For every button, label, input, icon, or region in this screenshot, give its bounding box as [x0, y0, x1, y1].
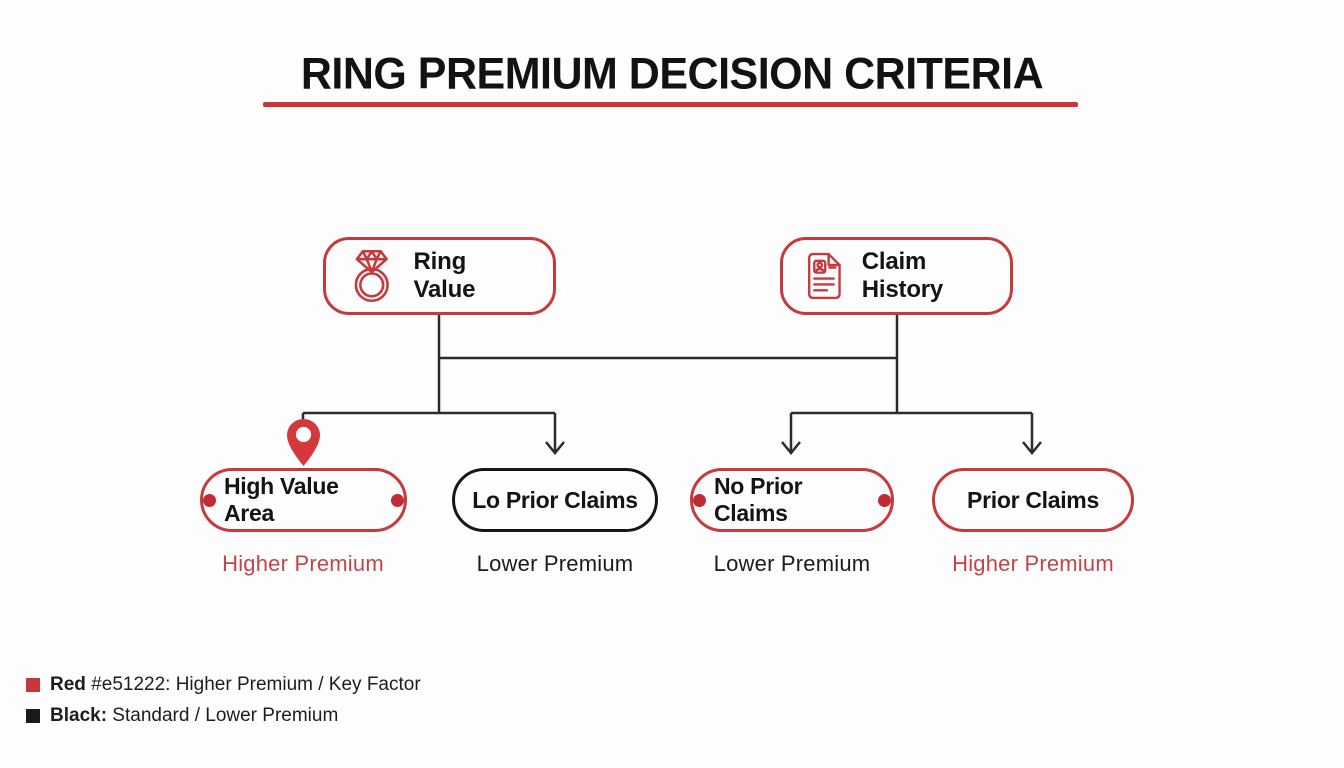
node-lo-prior-claims: Lo Prior Claims: [452, 468, 658, 532]
red-dot-icon: [203, 493, 216, 507]
node-prior-claims: Prior Claims: [932, 468, 1134, 532]
arrow-down-icon: [1022, 441, 1042, 455]
arrow-down-icon: [781, 441, 801, 455]
page-title: RING PREMIUM DECISION CRITERIA: [300, 49, 1044, 99]
location-pin-icon: [287, 419, 320, 466]
result-label-lower-premium: Lower Premium: [713, 551, 871, 576]
red-dot-icon: [878, 493, 891, 507]
red-swatch-icon: [26, 678, 40, 692]
legend-rest: #e51222: Higher Premium / Key Factor: [85, 674, 421, 695]
legend-text: Black: Standard / Lower Premium: [50, 705, 338, 727]
node-no-prior-claims: No Prior Claims: [690, 468, 894, 532]
red-dot-icon: [391, 493, 404, 507]
legend-lead: Black:: [50, 705, 108, 726]
ring-icon: [354, 249, 389, 303]
result-label-lower-premium: Lower Premium: [476, 551, 634, 576]
node-high-value-area: High Value Area: [200, 468, 407, 532]
node-label: Claim History: [861, 248, 944, 303]
node-label: Ring Value: [413, 248, 476, 303]
legend: Red #e51222: Higher Premium / Key Factor…: [26, 674, 421, 727]
title-underline: [263, 102, 1078, 107]
legend-rest: Standard / Lower Premium: [107, 705, 339, 726]
node-claim-history: Claim History: [780, 237, 1013, 315]
node-label: Lo Prior Claims: [472, 486, 638, 513]
legend-item-red: Red #e51222: Higher Premium / Key Factor: [26, 674, 421, 696]
legend-item-black: Black: Standard / Lower Premium: [26, 705, 421, 727]
arrow-down-icon: [545, 441, 565, 455]
result-label-higher-premium: Higher Premium: [222, 551, 384, 576]
black-swatch-icon: [26, 709, 40, 723]
red-dot-icon: [693, 493, 706, 507]
claim-document-icon: [808, 252, 841, 300]
node-ring-value: Ring Value: [323, 237, 556, 315]
node-label: High Value Area: [224, 473, 339, 526]
node-label: Prior Claims: [967, 486, 1099, 513]
legend-lead: Red: [50, 674, 86, 695]
node-label: No Prior Claims: [714, 473, 803, 526]
legend-text: Red #e51222: Higher Premium / Key Factor: [50, 674, 421, 696]
result-label-higher-premium: Higher Premium: [952, 551, 1114, 576]
